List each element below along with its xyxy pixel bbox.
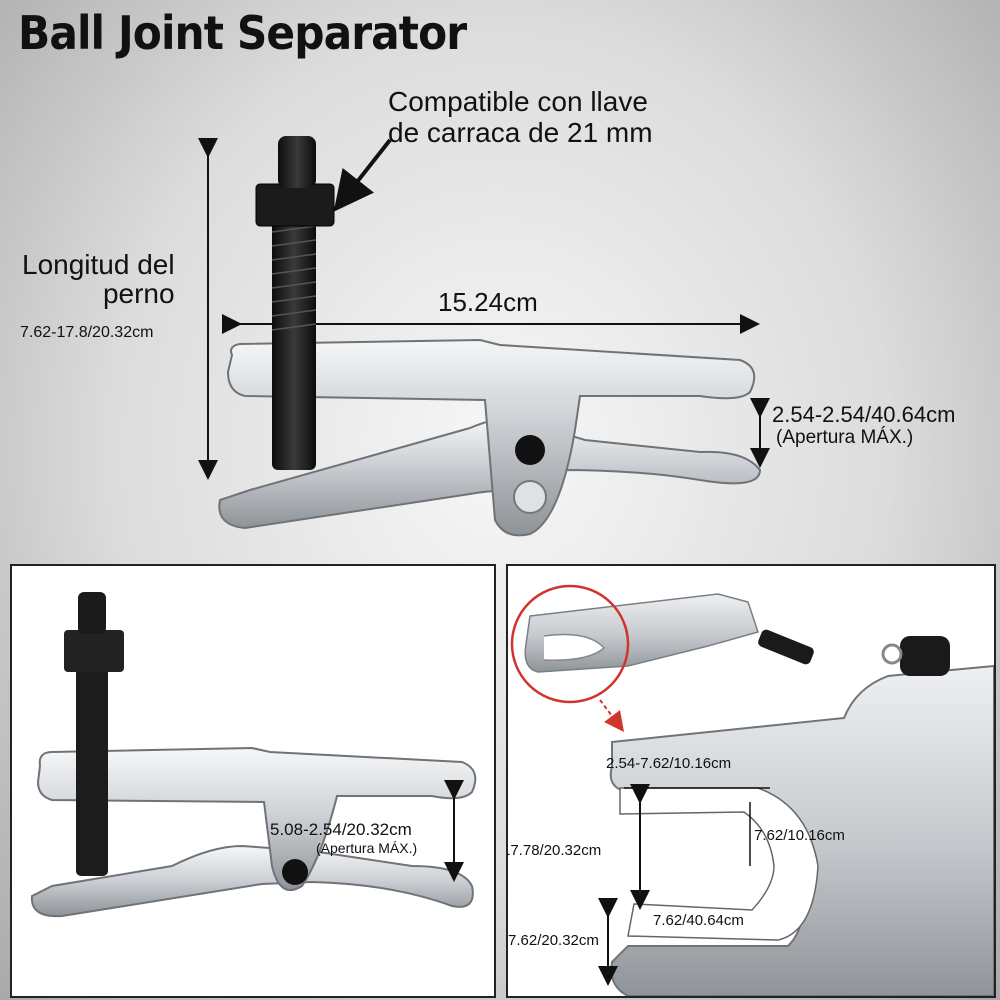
dim-tip-label: 7.62/40.64cm (653, 912, 744, 929)
right-detail-panel: 2.54-7.62/10.16cm 7.62/10.16cm 17.78/20.… (506, 564, 996, 998)
jaw-hole (513, 480, 547, 514)
width-label: 15.24cm (438, 287, 538, 317)
left-bolt-shaft (76, 646, 108, 876)
left-upper-arm (36, 746, 477, 891)
dim-top-label: 2.54-7.62/10.16cm (606, 755, 732, 772)
dim-depth-label: 17.78/20.32cm (506, 842, 602, 859)
bolt-label-line-1: Longitud del (22, 249, 175, 280)
bolt-head (278, 136, 316, 188)
hex-nut (255, 183, 335, 227)
main-tool-illustration (198, 136, 770, 537)
dim-tip-height-label: 7.62/20.32cm (508, 932, 599, 949)
compat-line-2: de carraca de 21 mm (388, 117, 653, 149)
compat-label: Compatible con llave de carraca de 21 mm (388, 86, 653, 149)
bolt-thread (271, 225, 317, 331)
left-opening-value: 5.08-2.54/20.32cm (270, 820, 412, 839)
right-panel-illustration (510, 584, 994, 996)
pin-ring (881, 643, 903, 665)
left-bolt-head (78, 592, 106, 634)
main-opening-value: 2.54-2.54/40.64cm (772, 402, 956, 427)
compat-line-1: Compatible con llave (388, 86, 648, 117)
left-lower-jaw (30, 844, 474, 918)
main-opening-note: (Apertura MÁX.) (776, 427, 914, 449)
pin-cap (900, 636, 950, 676)
bolt-shaft (272, 218, 316, 470)
left-detail-panel: 5.08-2.54/20.32cm (Apertura MÁX.) (10, 564, 496, 998)
inset-handle (758, 629, 814, 665)
upper-arm (226, 338, 756, 537)
inset-fork-slot (543, 633, 606, 661)
bolt-label-line-2: perno (102, 278, 175, 310)
main-opening-label: 2.54-2.54/40.64cm (Apertura MÁX.) (772, 402, 955, 449)
page-title: Ball Joint Separator (18, 6, 467, 60)
left-panel-illustration (30, 592, 477, 918)
left-opening-label: 5.08-2.54/20.32cm (Apertura MÁX.) (270, 820, 417, 857)
nut-callout-arrow (333, 138, 392, 212)
pivot-pin (515, 435, 545, 465)
bolt-length-range: 7.62-17.8/20.32cm (20, 324, 154, 341)
dim-inner-label: 7.62/10.16cm (754, 827, 845, 844)
inset-callout-circle (510, 584, 630, 704)
bolt-length-label: Longitud del perno (22, 250, 175, 309)
left-hex-nut (64, 630, 124, 672)
fork-slot (619, 787, 819, 941)
left-opening-note: (Apertura MÁX.) (316, 840, 418, 857)
left-pivot-pin (282, 859, 308, 885)
inset-callout-arrow (599, 699, 624, 732)
